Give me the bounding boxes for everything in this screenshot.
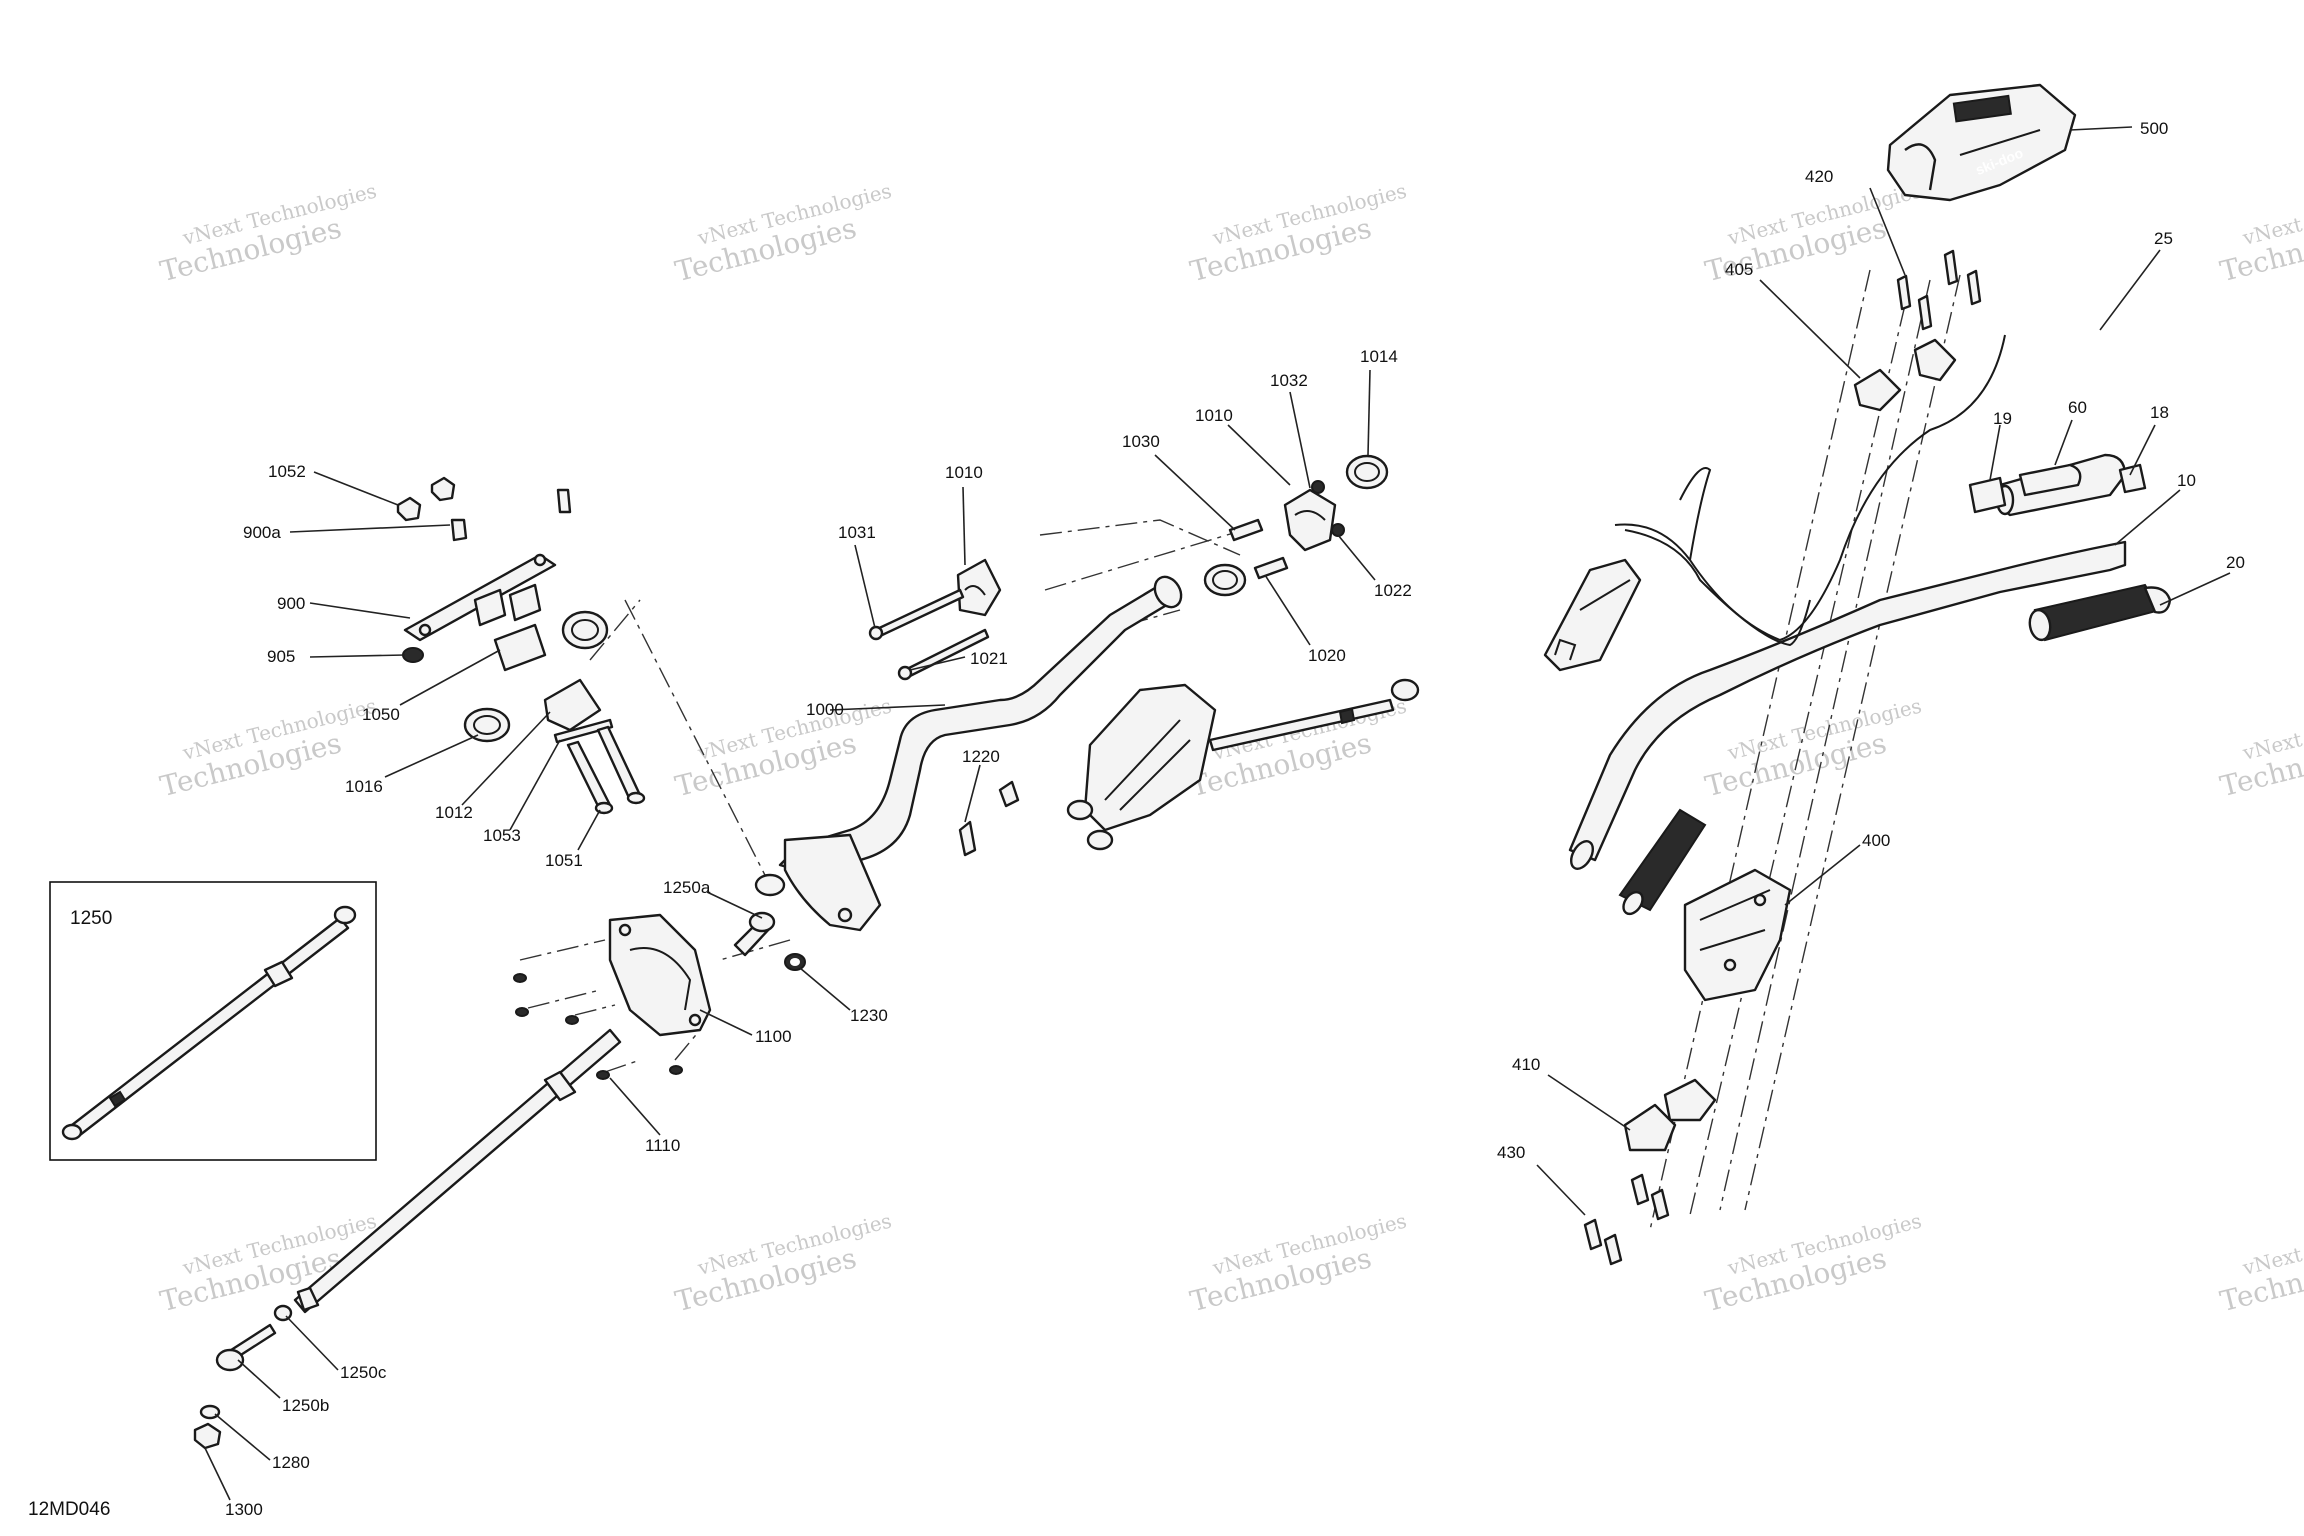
callout-1030: 1030 xyxy=(1122,432,1160,451)
callout-1250b: 1250b xyxy=(282,1396,329,1415)
callout-1032: 1032 xyxy=(1270,371,1308,390)
callout-1053: 1053 xyxy=(483,826,521,845)
left-grip xyxy=(1618,808,1707,916)
bolts-1051 xyxy=(566,725,646,815)
bushing-1016a xyxy=(561,610,609,650)
callout-labels: 500 420 405 25 60 18 19 10 20 400 410 43… xyxy=(225,119,2245,1519)
callout-1021: 1021 xyxy=(970,649,1008,668)
rod-end-1250a xyxy=(733,911,776,957)
callout-10: 10 xyxy=(2177,471,2196,490)
callout-20: 20 xyxy=(2226,553,2245,572)
switch-housing xyxy=(1543,558,1642,672)
grip-sleeves xyxy=(1968,463,2147,514)
clamp-1012 xyxy=(543,678,602,732)
screws-1110 xyxy=(513,973,683,1080)
callout-905: 905 xyxy=(267,647,295,666)
callout-1010-a: 1010 xyxy=(945,463,983,482)
upper-clamps xyxy=(1853,338,1957,412)
nuts-1052 xyxy=(396,476,456,522)
callout-1014: 1014 xyxy=(1360,347,1398,366)
callout-1100: 1100 xyxy=(755,1027,792,1046)
callout-1230: 1230 xyxy=(850,1006,888,1025)
callout-25: 25 xyxy=(2154,229,2173,248)
callout-900a: 900a xyxy=(243,523,281,542)
leader-lines xyxy=(204,126,2231,1501)
callout-410: 410 xyxy=(1512,1055,1540,1074)
bushing-1014 xyxy=(1345,454,1389,490)
tie-rod xyxy=(293,1028,622,1314)
callout-1300: 1300 xyxy=(225,1500,263,1519)
inset-box: 1250 xyxy=(49,881,377,1161)
riser-block xyxy=(1683,868,1792,1002)
nut-1032 xyxy=(1311,480,1325,494)
callout-1020: 1020 xyxy=(1308,646,1346,665)
callout-420: 420 xyxy=(1805,167,1833,186)
steering-arm-upper xyxy=(1066,678,1420,851)
bolt-900a xyxy=(450,488,572,542)
callout-500: 500 xyxy=(2140,119,2168,138)
bolt-1031 xyxy=(868,588,965,641)
callout-1012: 1012 xyxy=(435,803,473,822)
nut-1022 xyxy=(1331,523,1345,537)
nut-1300 xyxy=(193,1422,222,1450)
callout-60: 60 xyxy=(2068,398,2087,417)
bolts-1220 xyxy=(958,780,1020,857)
clamp-1010-left xyxy=(956,558,1002,617)
callout-18: 18 xyxy=(2150,403,2169,422)
callout-1280: 1280 xyxy=(272,1453,310,1472)
handlebar-pad: ski-doo xyxy=(1886,83,2077,202)
bushing-1016b xyxy=(463,707,511,743)
callout-1050: 1050 xyxy=(362,705,400,724)
washer-1280 xyxy=(199,1404,221,1420)
callout-430: 430 xyxy=(1497,1143,1525,1162)
callout-1250c: 1250c xyxy=(340,1363,387,1382)
plate-1053 xyxy=(553,718,614,744)
assembly-lines xyxy=(519,269,1961,1231)
washer-1230 xyxy=(784,953,806,971)
upper-bolts xyxy=(1896,249,1982,331)
callout-900: 900 xyxy=(277,594,305,613)
callout-19: 19 xyxy=(1993,409,2012,428)
lower-bolts xyxy=(1583,1173,1670,1266)
lower-housing xyxy=(608,913,712,1037)
wiring-harness xyxy=(1614,334,2006,647)
bushing-1020 xyxy=(1203,563,1247,597)
clamp-1010-right xyxy=(1283,488,1337,552)
callout-1010-b: 1010 xyxy=(1195,406,1233,425)
lower-clamps xyxy=(1623,1078,1717,1152)
inset-title: 1250 xyxy=(70,908,112,929)
steering-column xyxy=(754,575,1183,932)
callout-400: 400 xyxy=(1862,831,1890,850)
callout-1031: 1031 xyxy=(838,523,876,542)
right-grip xyxy=(2028,583,2172,642)
callout-1016: 1016 xyxy=(345,777,383,796)
callout-1022: 1022 xyxy=(1374,581,1412,600)
callout-1110: 1110 xyxy=(645,1136,680,1155)
callout-1051: 1051 xyxy=(545,851,583,870)
nut-905 xyxy=(402,647,424,663)
callout-1220: 1220 xyxy=(962,747,1000,766)
callout-405: 405 xyxy=(1725,260,1753,279)
rod-end-1250b xyxy=(215,1323,277,1372)
clamp-1050 xyxy=(473,583,547,672)
bolt-1021 xyxy=(897,628,990,681)
pin-1030 xyxy=(1228,518,1289,580)
callout-1052: 1052 xyxy=(268,462,306,481)
callout-1250a: 1250a xyxy=(663,878,711,897)
callout-1000: 1000 xyxy=(806,700,844,719)
diagram-code: 12MD046 xyxy=(28,1499,110,1520)
handlebar xyxy=(1568,540,2127,870)
